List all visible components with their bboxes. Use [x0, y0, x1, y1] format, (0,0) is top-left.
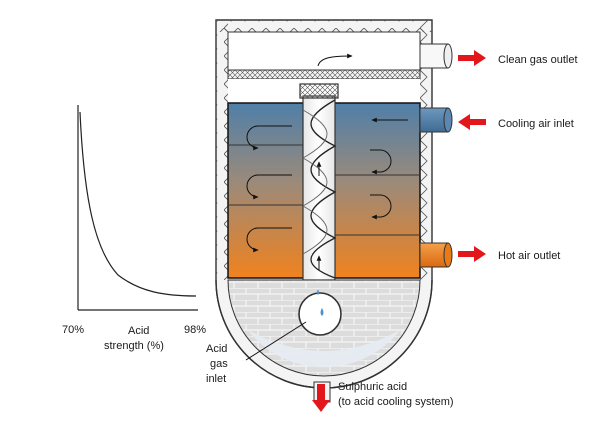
helix-back-edge — [302, 109, 328, 255]
demister-mesh — [227, 69, 421, 80]
acid-gas-inlet-leader — [245, 321, 307, 361]
hot-air-outlet-arrow-icon — [458, 246, 486, 262]
baffles — [228, 144, 420, 236]
gas-flow-arrow — [317, 53, 353, 67]
labels: Clean gas outlet Cooling air inlet Hot a… — [206, 54, 578, 408]
hot-air-outlet-label: Hot air outlet — [498, 250, 560, 262]
acid-gas-inlet-label-line3: inlet — [206, 373, 226, 385]
sulphuric-acid-arrow-icon — [312, 384, 330, 412]
right-wall-insulation — [420, 20, 432, 280]
sulphuric-acid-label-line1: Sulphuric acid — [338, 381, 407, 393]
cooling-air-inlet-label: Cooling air inlet — [498, 118, 574, 130]
acid-gas-inlet-pipe — [298, 292, 342, 336]
clean-gas-outlet-label: Clean gas outlet — [498, 54, 578, 66]
graph-x-axis-label-line2: strength (%) — [104, 340, 164, 352]
graph-x-right-label: 98% — [184, 324, 206, 336]
acid-droplet-icon — [317, 289, 319, 295]
sulphuric-acid-label-line2: (to acid cooling system) — [338, 396, 454, 408]
top-wall-insulation — [216, 20, 432, 32]
cooling-air-inlet-pipe — [419, 107, 449, 133]
acid-gas-inlet-label-line1: Acid — [206, 343, 227, 355]
central-gas-tube — [302, 95, 336, 281]
acid-strength-graph: 70% 98% Acid strength (%) — [62, 105, 206, 352]
acid-droplet-icon — [320, 308, 324, 316]
acid-gas-inlet-label-line2: gas — [210, 358, 228, 370]
left-wall-insulation — [216, 20, 228, 280]
external-flow-arrows — [312, 50, 486, 412]
clean-gas-chamber — [227, 31, 421, 71]
air-flow-arrows-right — [370, 117, 408, 220]
graph-x-left-label: 70% — [62, 324, 84, 336]
side-pipes — [419, 43, 453, 268]
acid-pool — [248, 330, 400, 368]
helix-spiral — [310, 99, 337, 279]
cooling-air-inlet-arrow-icon — [458, 114, 486, 130]
graph-curve — [79, 111, 197, 297]
air-flow-arrows-left — [246, 125, 292, 253]
clean-gas-outlet-arrow-icon — [458, 50, 486, 66]
condenser-vessel — [215, 19, 433, 403]
tube-cap — [299, 83, 339, 99]
graph-x-axis-label-line1: Acid — [128, 325, 149, 337]
